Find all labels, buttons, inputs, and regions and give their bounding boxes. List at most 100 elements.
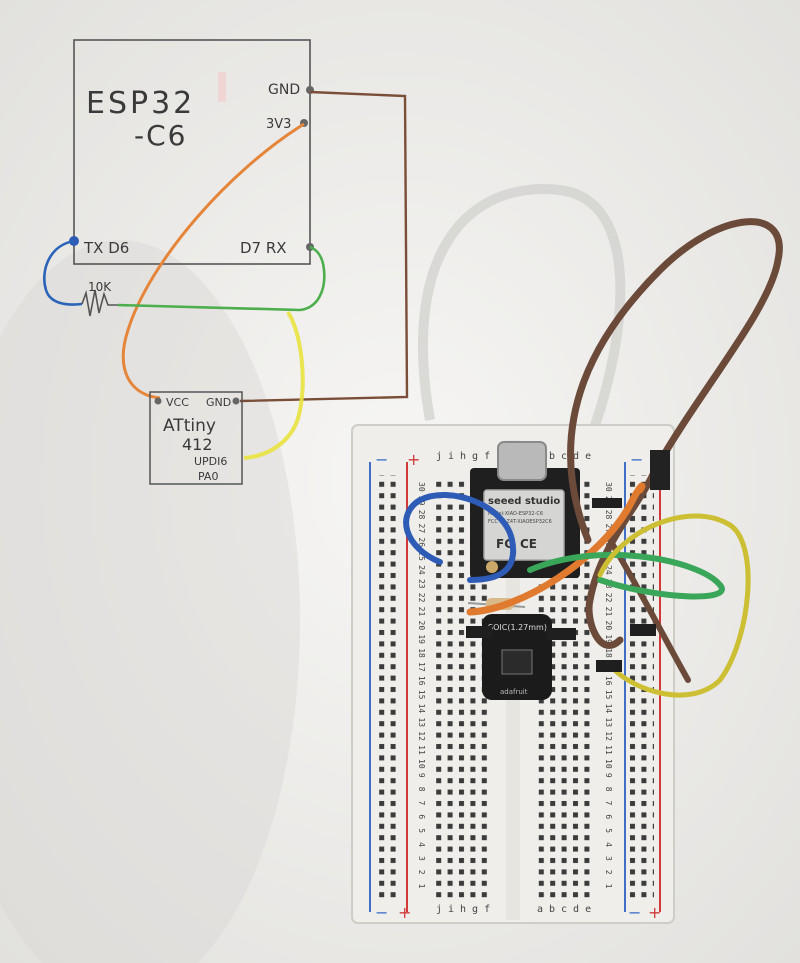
row-number: 10 <box>417 759 426 769</box>
row-number: 1 <box>604 884 613 889</box>
row-number: 30 <box>604 482 613 492</box>
module-antenna-pad <box>486 561 498 573</box>
row-number: 2 <box>417 870 426 875</box>
green-jumper-wire <box>527 552 725 600</box>
row-number: 20 <box>417 621 426 631</box>
row-number: 17 <box>417 662 426 672</box>
attiny-name: ATtiny <box>163 416 216 436</box>
soic-chip <box>501 649 533 675</box>
esp32-title: ESP32 <box>86 86 195 121</box>
resistor-label: 10K <box>88 280 112 294</box>
left-rail-minus: − <box>375 450 388 469</box>
sketch-resistor <box>81 289 118 317</box>
row-number: 7 <box>604 801 613 806</box>
blue-jumper-wire <box>403 492 517 583</box>
schematic-sketch: ESP32 -C6 GND 3V3 TX D6 D7 RX 10K VCC GN… <box>43 39 409 485</box>
soic-adapter: SOIC(1.27mm) adafruit <box>482 614 552 700</box>
wire-shadow <box>417 184 626 442</box>
row-number: 15 <box>604 690 613 700</box>
header-pin-4 <box>596 660 622 672</box>
row-number: 8 <box>604 787 613 792</box>
row-number: 16 <box>417 676 426 686</box>
row-number: 4 <box>417 842 426 847</box>
v33-pin-label: 3V3 <box>266 117 291 132</box>
row-number: 5 <box>604 828 613 833</box>
row-number: 28 <box>604 510 613 520</box>
esp32-subtitle: -C6 <box>134 119 187 152</box>
row-number: 27 <box>604 524 613 534</box>
right-rail-minus: − <box>630 450 643 469</box>
adapter-brand: adafruit <box>500 688 528 696</box>
brown-wire-connector <box>650 450 670 490</box>
usb-c-connector <box>497 441 547 481</box>
row-number: 19 <box>417 634 426 644</box>
row-number: 20 <box>604 621 613 631</box>
module-model: Model:XIAO-ESP32-C6 <box>488 511 543 517</box>
soic-label: SOIC(1.27mm) <box>488 623 547 632</box>
attiny-vcc-dot <box>154 397 162 405</box>
module-ce-mark: CE <box>520 537 537 551</box>
row-number: 25 <box>417 551 426 561</box>
left-rail-holes <box>374 475 400 903</box>
row-number: 28 <box>417 510 426 520</box>
row-number: 2 <box>604 870 613 875</box>
row-number: 14 <box>604 704 613 714</box>
attiny-box <box>149 391 243 485</box>
row-number: 3 <box>417 856 426 861</box>
row-number: 6 <box>604 814 613 819</box>
rx-pin-label: D7 RX <box>240 239 287 257</box>
sketch-gnd-wire <box>239 90 409 403</box>
row-number: 30 <box>417 482 426 492</box>
row-number: 12 <box>604 731 613 741</box>
attiny-gnd-label: GND <box>206 396 231 409</box>
gnd-pin-label: GND <box>268 82 300 98</box>
attiny-gnd-dot <box>232 397 240 405</box>
tx-pin-label: TX D6 <box>83 239 129 257</box>
row-numbers-left: 3029282726252423222120191817161514131211… <box>417 482 426 889</box>
row-number: 11 <box>604 745 613 755</box>
header-pin-1 <box>592 498 622 508</box>
row-number: 4 <box>604 842 613 847</box>
right-rail-minus-bottom: − <box>628 903 641 922</box>
module-brand: seeed studio <box>488 496 560 507</box>
row-number: 15 <box>417 690 426 700</box>
row-number: 11 <box>417 745 426 755</box>
module-fcc: FCC ID:Z4T-XIAOESP32C6 <box>488 519 552 525</box>
right-column-letters-bottom: abcde <box>537 904 597 915</box>
row-number: 22 <box>417 593 426 603</box>
row-number: 9 <box>604 773 613 778</box>
row-number: 22 <box>604 593 613 603</box>
xiao-module: seeed studio Model:XIAO-ESP32-C6 FCC ID:… <box>470 441 580 578</box>
left-column-letters-top: jihgf <box>436 451 496 462</box>
row-number: 23 <box>417 579 426 589</box>
header-pin-3 <box>630 624 656 636</box>
row-number: 6 <box>417 814 426 819</box>
esp32-box <box>73 39 311 265</box>
updi-label: UPDI6 <box>194 455 227 468</box>
row-number: 8 <box>417 787 426 792</box>
row-number: 5 <box>417 828 426 833</box>
rf-shield <box>483 489 565 561</box>
attiny-model: 412 <box>182 435 213 454</box>
shadow <box>0 240 300 963</box>
left-column-letters-bottom: jihgf <box>436 904 496 915</box>
left-rail-plus-bottom: + <box>398 903 411 922</box>
row-number: 12 <box>417 731 426 741</box>
row-number: 9 <box>417 773 426 778</box>
pa0-label: PA0 <box>198 470 218 483</box>
sketch-tx-wire <box>43 239 83 306</box>
left-rail-minus-bottom: − <box>375 903 388 922</box>
right-column-letters-top: abcde <box>537 451 597 462</box>
row-number: 10 <box>604 759 613 769</box>
row-number: 24 <box>604 565 613 575</box>
row-number: 14 <box>417 704 426 714</box>
right-rail-plus-bottom: + <box>648 903 661 922</box>
row-number: 21 <box>417 607 426 617</box>
left-rail-plus: + <box>407 450 420 469</box>
row-number: 24 <box>417 565 426 575</box>
module-fc-mark: FC <box>496 537 513 551</box>
row-number: 3 <box>604 856 613 861</box>
row-number: 13 <box>417 717 426 727</box>
row-number: 1 <box>417 884 426 889</box>
